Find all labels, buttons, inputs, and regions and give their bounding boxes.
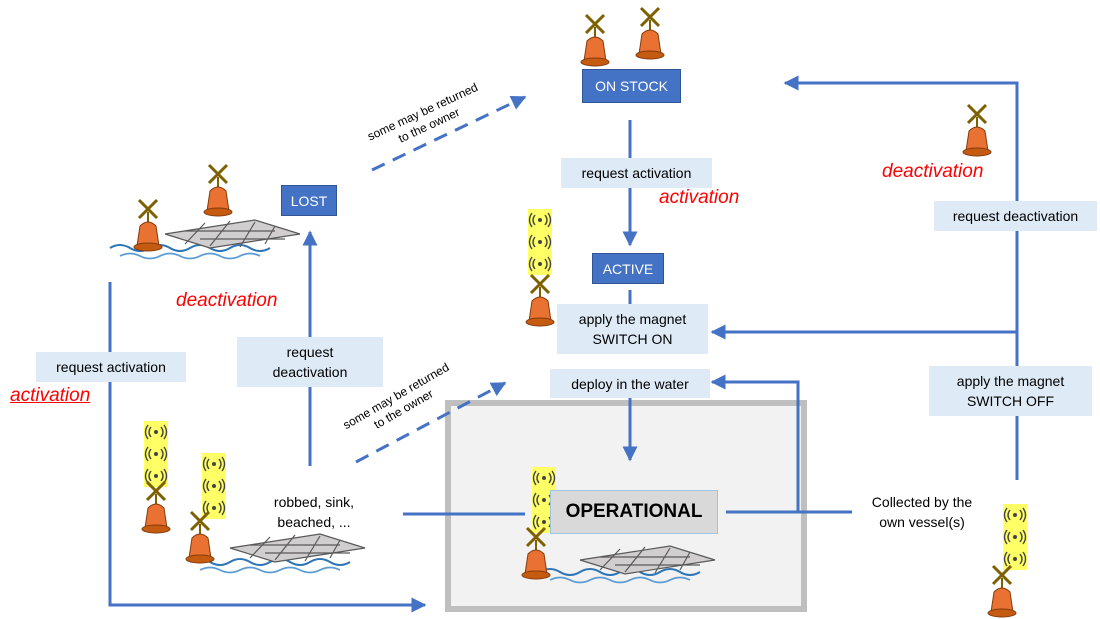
step-magnet-off: apply the magnet SWITCH OFF [929, 366, 1092, 416]
event-line: own vessel(s) [879, 514, 965, 530]
collected-buoy-with-signals [986, 503, 1028, 619]
step-line: apply the magnet [956, 373, 1065, 389]
annotation-deactivation-top-right: deactivation [882, 161, 984, 182]
step-request-deactivation-right: request deactivation [934, 201, 1097, 231]
buoy-icon [132, 198, 164, 253]
buoy-icon [202, 163, 234, 218]
state-lost: LOST [281, 185, 337, 216]
buoy-icon [520, 526, 552, 581]
arrow-lost-returned-to-stock [371, 95, 527, 172]
buoy-icon [524, 273, 556, 328]
step-request-activation-left: request activation [36, 352, 186, 382]
step-line: apply the magnet [578, 311, 687, 327]
event-line: Collected by the [871, 494, 973, 510]
state-on-stock: ON STOCK [582, 69, 681, 103]
event-collected: Collected by the own vessel(s) [852, 490, 992, 534]
lost-raft-illustration [109, 163, 301, 260]
step-deploy: deploy in the water [550, 369, 710, 398]
active-buoy-with-signals [524, 208, 556, 328]
step-magnet-on: apply the magnet SWITCH ON [557, 304, 708, 354]
buoy-icon [140, 480, 172, 535]
event-robbed: robbed, sink, beached, ... [258, 490, 370, 534]
buoy-icon [634, 6, 666, 61]
event-line: beached, ... [277, 514, 351, 530]
buoy-icon [986, 564, 1018, 619]
buoy-icon [184, 510, 216, 565]
step-line: SWITCH OFF [966, 393, 1055, 409]
arrow-robbed-returned-to-deploy [355, 381, 507, 464]
event-line: robbed, sink, [273, 494, 355, 510]
buoy-icon [579, 13, 611, 68]
annotation-activation-top: activation [659, 187, 740, 208]
step-request-activation: request activation [561, 158, 712, 188]
step-line: deactivation [272, 364, 348, 380]
annotation-deactivation-left: deactivation [176, 290, 278, 311]
buoy-icon [961, 103, 993, 158]
step-line: request [286, 344, 334, 360]
state-operational: OPERATIONAL [550, 490, 718, 534]
step-request-deactivation-left: request deactivation [237, 337, 383, 387]
step-line: SWITCH ON [592, 331, 673, 347]
state-active: ACTIVE [592, 253, 664, 284]
arrow-lost-to-operational [108, 282, 427, 613]
annotation-activation-left: activation [10, 385, 91, 406]
arrow-collected-to-stock [783, 75, 1019, 480]
